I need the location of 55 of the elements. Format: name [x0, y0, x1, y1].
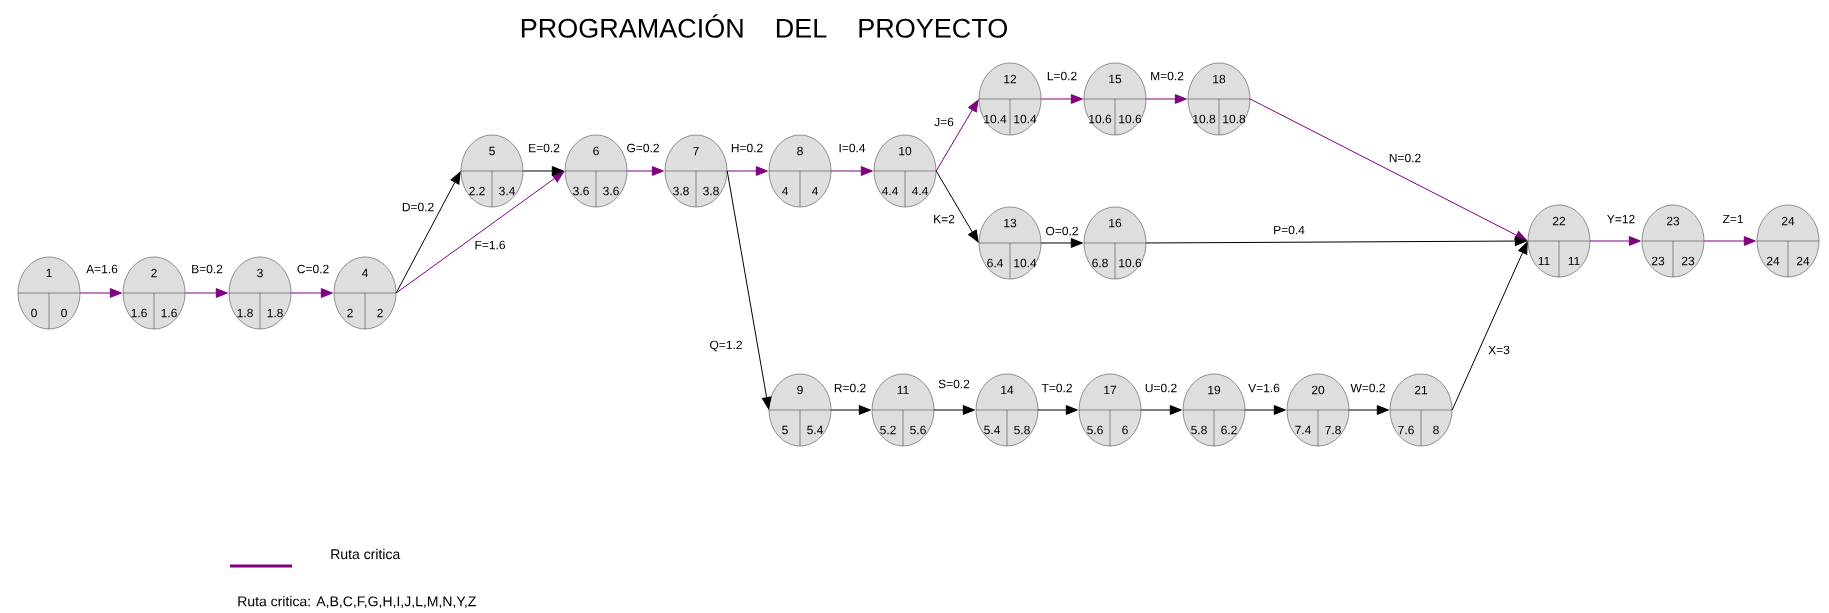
arrow	[1589, 236, 1641, 246]
arrow	[184, 288, 228, 298]
arrow	[1703, 236, 1756, 246]
arrow	[726, 170, 772, 410]
arrow	[726, 166, 768, 176]
edge-label: M=0.2	[1149, 70, 1185, 82]
arrow	[1145, 236, 1527, 246]
edge-label: P=0.4	[1272, 224, 1306, 236]
arrow	[290, 288, 333, 298]
edge-label: A=1.6	[85, 263, 119, 275]
edge-label: J=6	[933, 116, 955, 128]
arrow	[1037, 405, 1078, 415]
edge-label: L=0.2	[1045, 70, 1079, 82]
arrow	[79, 288, 122, 298]
arrow	[1145, 94, 1187, 104]
edge-label: G=0.2	[625, 142, 661, 154]
arrow	[395, 171, 461, 294]
title: PROGRAMACIÓN DEL PROYECTO	[521, 14, 1007, 38]
edge-label: C=0.2	[295, 263, 331, 275]
legend-label: Ruta critica	[331, 548, 401, 560]
edge-label: W=0.2	[1349, 382, 1387, 394]
arrow	[1249, 98, 1528, 241]
note-text: Ruta critica: A,B,C,F,G,H,I,J,L,M,N,Y,Z	[238, 596, 476, 608]
arrow	[935, 170, 979, 243]
edge-label: X=3	[1487, 344, 1511, 356]
edge-label: N=0.2	[1387, 152, 1423, 164]
arrow	[830, 166, 873, 176]
arrow	[1040, 94, 1083, 104]
edge-label: S=0.2	[937, 378, 971, 390]
arrow	[1451, 241, 1528, 411]
edge-label: T=0.2	[1040, 382, 1074, 394]
edge-label: R=0.2	[832, 382, 868, 394]
edge-label: E=0.2	[527, 142, 561, 154]
edge-label: U=0.2	[1143, 382, 1179, 394]
arrow	[522, 166, 564, 176]
arrow	[1140, 405, 1182, 415]
edge-label: V=1.6	[1247, 382, 1281, 394]
edge-label: O=0.2	[1044, 225, 1080, 237]
arrow	[1244, 405, 1286, 415]
arrow	[1348, 405, 1389, 415]
arrow	[1040, 238, 1083, 248]
edge-label: Q=1.2	[708, 339, 744, 353]
arrow	[395, 171, 565, 294]
edge-label: D=0.2	[400, 201, 436, 213]
arrow	[626, 166, 664, 176]
arrow	[830, 405, 871, 415]
arrow	[933, 405, 975, 415]
edge-label: H=0.2	[729, 142, 765, 154]
edge-label: Y=12	[1605, 213, 1637, 225]
edge-label: F=1.6	[473, 239, 507, 251]
arrow	[935, 99, 979, 172]
edge-label: I=0.4	[837, 142, 867, 154]
edge-label: K=2	[932, 213, 956, 225]
edge-label: B=0.2	[190, 263, 224, 275]
edge-label: Z=1	[1721, 213, 1745, 225]
